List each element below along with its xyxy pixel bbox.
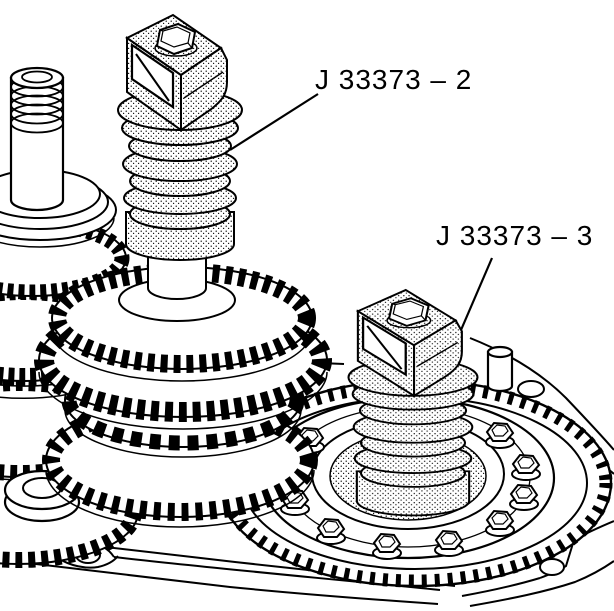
leader-lines [229,93,494,331]
leader-line-tool-2 [229,93,319,151]
tool-j33373-2 [116,13,244,262]
leader-line-tool-3 [459,257,494,331]
callout-j33373-3-label: J 33373 – 3 [436,220,594,251]
threaded-shaft [9,66,65,212]
callout-j33373-2-label: J 33373 – 2 [315,64,473,95]
counter-gear-cluster [34,251,332,528]
tool-j33373-3 [347,288,479,517]
dowel-pin [486,345,514,393]
